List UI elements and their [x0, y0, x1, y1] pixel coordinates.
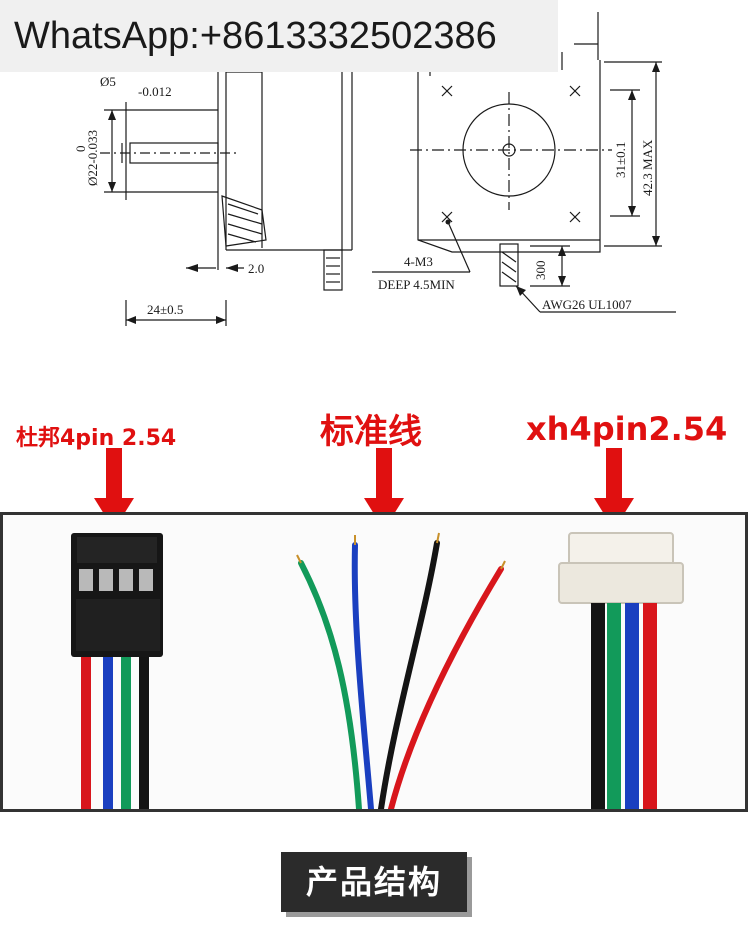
dim-depth: DEEP 4.5MIN	[378, 277, 455, 292]
label-xh-connector: xh4pin2.54	[526, 410, 728, 448]
loose-wires	[298, 540, 504, 809]
dim-boss-tol: 0	[73, 146, 88, 153]
dim-boss-dia: Ø22-0.033	[85, 130, 100, 186]
dim-body-size: 42.3 MAX	[640, 139, 655, 196]
dim-shaft-dia: Ø5	[100, 74, 116, 89]
dim-lead-length: 300	[533, 261, 548, 281]
section-title: 产品结构	[281, 852, 467, 912]
dim-thread: 4-M3	[404, 254, 433, 269]
label-standard-wire: 标准线	[320, 412, 422, 452]
dim-shaft-tol: -0.012	[138, 84, 172, 99]
xh-connector	[558, 532, 684, 809]
dupont-connector	[71, 533, 163, 809]
dim-flange: 2.0	[248, 261, 264, 276]
label-dupont-connector: 杜邦4pin 2.54	[16, 426, 177, 451]
dim-boss-length: 24±0.5	[147, 302, 183, 317]
arrow-down-icon	[364, 448, 404, 530]
arrow-down-icon	[594, 448, 634, 530]
dim-wire-spec: AWG26 UL1007	[542, 297, 632, 312]
dim-hole-pitch: 31±0.1	[613, 142, 628, 178]
arrow-down-icon	[94, 448, 134, 530]
cable-photo-illustration	[71, 532, 684, 809]
wire-tips	[296, 532, 506, 570]
whatsapp-watermark: WhatsApp:+8613332502386	[0, 0, 558, 72]
cable-photo	[0, 512, 748, 812]
motor-technical-drawing: Ø5 -0.012 Ø22-0.033 0 2.0 24±0.5 31±0.1 …	[73, 12, 676, 326]
